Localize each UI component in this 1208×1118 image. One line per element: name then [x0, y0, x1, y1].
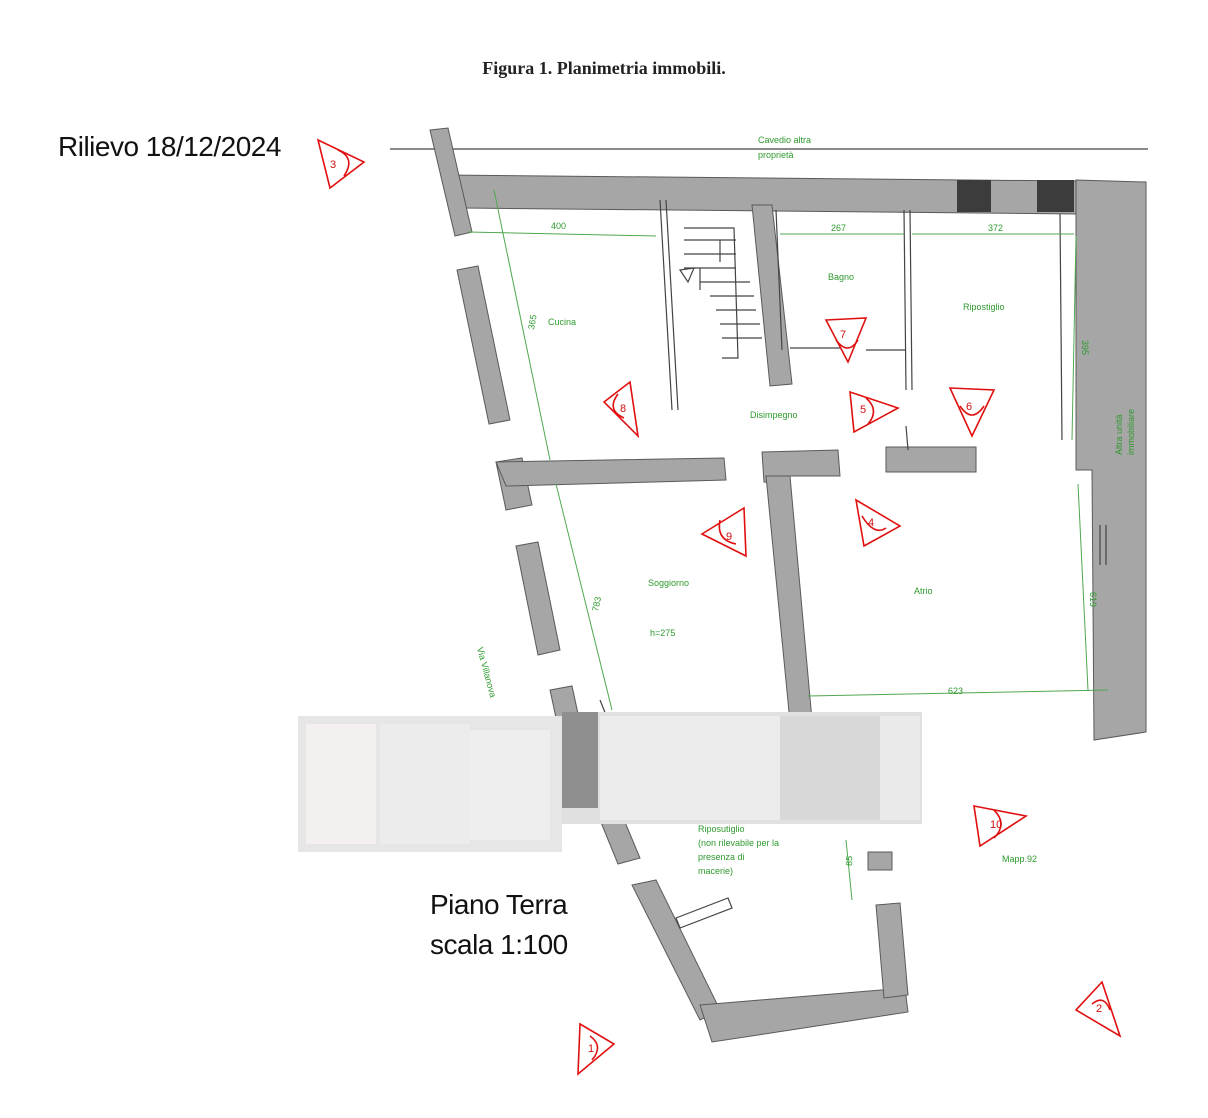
- scale-label: scala 1:100: [430, 929, 568, 960]
- walls: [429, 127, 1147, 1043]
- floor-label: Piano Terra: [430, 889, 568, 920]
- south-east-pillar: [867, 851, 893, 871]
- dim-atrio-width: 623: [948, 686, 963, 696]
- photo-marker-9: 9: [700, 506, 747, 558]
- survey-date-label: Rilievo 18/12/2024: [58, 131, 281, 162]
- cavedio-note: Cavedio altra: [758, 135, 811, 145]
- svg-text:4: 4: [868, 517, 874, 529]
- room-label-ripostiglio-south: macerie): [698, 866, 733, 876]
- cavedio-note: proprietà: [758, 150, 794, 160]
- photo-marker-7: 7: [824, 317, 868, 364]
- altra-unita-note: Altra unità: [1114, 414, 1124, 455]
- room-label-ripostiglio-south: presenza di: [698, 852, 745, 862]
- photo-marker-8: 8: [602, 380, 640, 439]
- redacted-area: [298, 712, 922, 852]
- svg-text:1: 1: [588, 1043, 594, 1055]
- photo-marker-3: 3: [316, 138, 366, 190]
- mapp-note: Mapp.92: [1002, 854, 1037, 864]
- street-note: Via Villanova: [475, 646, 498, 699]
- north-opening: [1037, 180, 1074, 212]
- svg-text:6: 6: [966, 401, 972, 413]
- room-label-cucina: Cucina: [548, 317, 576, 327]
- west-wall: [515, 541, 561, 656]
- interior-wall-ripostiglio: [885, 446, 977, 473]
- room-label-atrio: Atrio: [914, 586, 933, 596]
- room-label-disimpegno: Disimpegno: [750, 410, 798, 420]
- room-label-ripostiglio-south: Riposutiglio: [698, 824, 745, 834]
- dim-cucina-depth: 365: [526, 314, 538, 331]
- photo-marker-6: 6: [948, 387, 996, 438]
- svg-text:7: 7: [840, 329, 846, 341]
- svg-text:10: 10: [990, 819, 1002, 831]
- photo-marker-10: 10: [973, 805, 1029, 848]
- room-height: h=275: [650, 628, 675, 638]
- room-label-bagno: Bagno: [828, 272, 854, 282]
- west-wall-south: [631, 879, 721, 1021]
- interior-wall-soggiorno-atrio: [765, 475, 813, 723]
- north-opening: [957, 180, 991, 212]
- dim-cucina-width: 400: [551, 221, 566, 231]
- dim-bagno-width: 267: [831, 223, 846, 233]
- room-label-soggiorno: Soggiorno: [648, 578, 689, 588]
- west-wall: [456, 265, 511, 425]
- photo-marker-2: 2: [1074, 980, 1122, 1038]
- photo-marker-4: 4: [854, 498, 902, 548]
- dim-ripostiglio-depth: 395: [1080, 340, 1090, 355]
- dim-ripostiglio-south: 85: [844, 856, 854, 866]
- room-label-ripostiglio: Ripostiglio: [963, 302, 1005, 312]
- dimension-lines: [467, 189, 1109, 901]
- dim-atrio-depth: 619: [1088, 592, 1098, 607]
- east-wall: [1075, 179, 1147, 741]
- svg-text:2: 2: [1096, 1003, 1102, 1015]
- room-label-ripostiglio-south: (non rilevabile per la: [698, 838, 779, 848]
- dim-ripostiglio-width: 372: [988, 223, 1003, 233]
- svg-text:5: 5: [860, 404, 866, 416]
- svg-text:8: 8: [620, 403, 626, 415]
- stair-wall: [751, 204, 793, 387]
- dim-soggiorno-depth: 783: [590, 596, 603, 613]
- south-wall: [699, 987, 909, 1043]
- south-east-wall: [875, 902, 909, 999]
- svg-text:9: 9: [726, 531, 732, 543]
- altra-unita-note: immobiliare: [1126, 409, 1136, 455]
- photo-marker-1: 1: [577, 1022, 616, 1076]
- figure-caption: Figura 1. Planimetria immobili.: [482, 58, 726, 78]
- interior-wall-cucina-soggiorno: [495, 457, 727, 487]
- svg-text:3: 3: [330, 159, 336, 171]
- photo-marker-5: 5: [849, 390, 900, 434]
